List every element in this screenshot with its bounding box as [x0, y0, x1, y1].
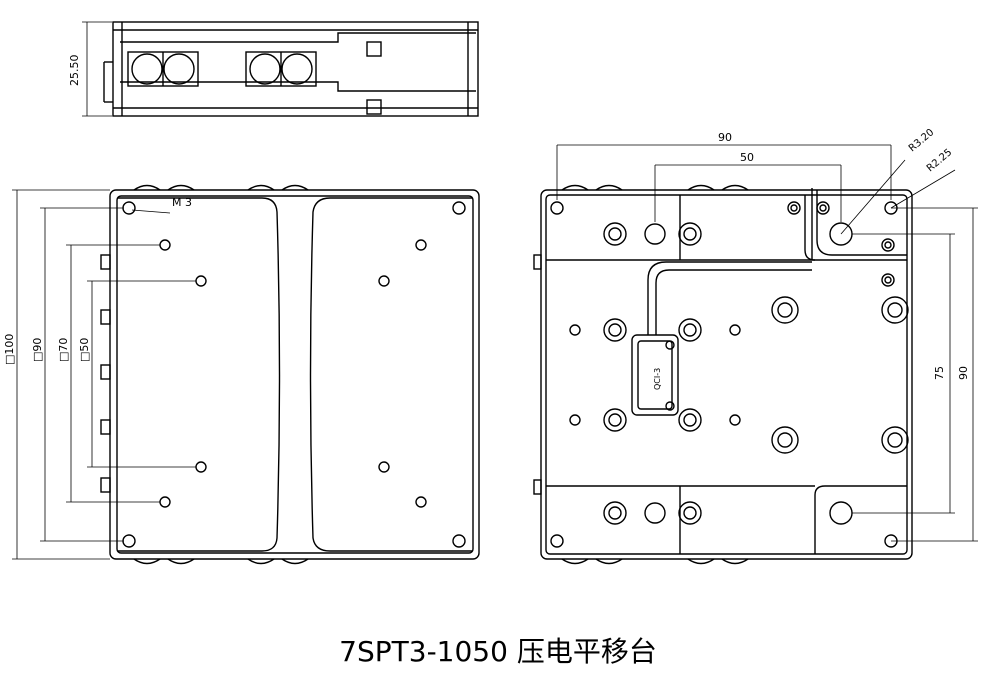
- bottom-view-right: [533, 184, 913, 565]
- dim-m3: M 3: [172, 196, 192, 209]
- dim-50-width: 50: [740, 151, 754, 164]
- dim-90-width: 90: [718, 131, 732, 144]
- dim-height-25: [82, 21, 112, 117]
- dim-sq70: □70: [57, 338, 70, 362]
- dim-90-height: 90: [957, 366, 970, 380]
- product-caption: 7SPT3-1050 压电平移台: [339, 635, 657, 668]
- dim-75: 75: [933, 366, 946, 380]
- connector-label: QCI-3: [653, 368, 662, 390]
- dim-sq50: □50: [78, 338, 91, 362]
- top-view-left: [100, 184, 480, 565]
- right-view-dims: [556, 144, 978, 542]
- dim-sq90: □90: [31, 338, 44, 362]
- dim-25-50: 25.50: [68, 55, 81, 87]
- dim-r3-20: R3.20: [907, 127, 936, 154]
- left-view-dims: [12, 189, 196, 560]
- top-profile-view: [103, 21, 479, 117]
- dim-r2-25: R2.25: [925, 147, 954, 174]
- dim-sq100: □100: [3, 334, 16, 365]
